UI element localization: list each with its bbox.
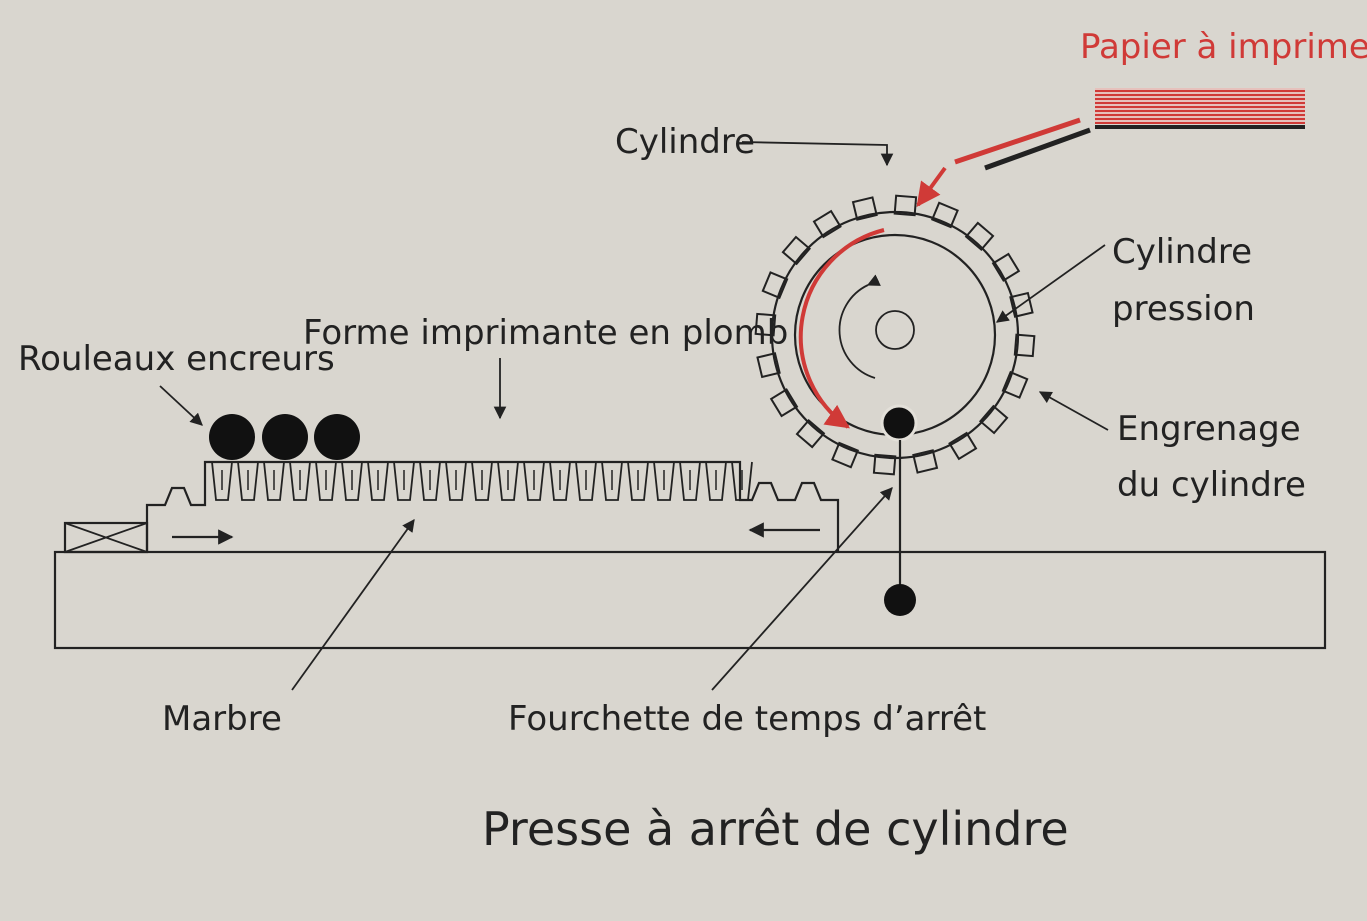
- type-tooth: [601, 461, 623, 501]
- paper-feed-arrow: [916, 166, 947, 207]
- type-tooth: [653, 461, 675, 501]
- type-tooth: [419, 461, 441, 501]
- type-tooth: [705, 461, 727, 501]
- gear-tooth: [795, 418, 826, 449]
- pressure-cylinder-label-2: pression: [1112, 289, 1255, 329]
- stop-fork-weight: [884, 584, 916, 616]
- gear-tooth: [812, 209, 842, 239]
- gear-tooth: [754, 312, 777, 337]
- gear-label-2: du cylindre: [1117, 465, 1306, 505]
- ink-rollers-pointer: [159, 385, 203, 426]
- type-tooth: [549, 461, 571, 501]
- type-tooth: [341, 461, 363, 501]
- cylinder-pointer: [741, 141, 894, 167]
- gear-tooth: [978, 404, 1009, 435]
- fork-pivot: [880, 404, 918, 442]
- gear-tooth: [872, 453, 897, 476]
- lead-form-label: Forme imprimante en plomb: [303, 313, 788, 353]
- gear-tooth: [1013, 333, 1036, 358]
- type-tooth: [445, 461, 467, 501]
- ink-roller: [262, 414, 308, 460]
- bed-label: Marbre: [162, 699, 282, 739]
- gear-tooth: [948, 431, 978, 461]
- stop-fork-label: Fourchette de temps d’arrêt: [508, 699, 986, 739]
- type-tooth: [289, 461, 311, 501]
- paper-path-around-cylinder: [798, 228, 885, 429]
- stop-fork-pointer: [711, 487, 893, 691]
- type-tooth: [523, 461, 545, 501]
- gear-tooth: [893, 194, 918, 217]
- bed-pointer: [291, 518, 415, 691]
- ink-rollers-label: Rouleaux encreurs: [18, 339, 335, 379]
- diagram-caption: Presse à arrêt de cylindre: [482, 802, 1069, 856]
- gear-tooth: [991, 252, 1021, 282]
- crossed-box: [63, 521, 149, 554]
- gear-tooth: [769, 388, 799, 418]
- bed-base: [53, 550, 1327, 650]
- type-tooth: [497, 461, 519, 501]
- paper-label: Papier à imprimer: [1080, 27, 1367, 67]
- gear-tooth: [964, 221, 995, 252]
- type-tooth: [679, 461, 701, 501]
- type-tooth: [315, 461, 337, 501]
- gear-tooth: [781, 235, 812, 266]
- type-tooth: [263, 461, 285, 501]
- type-tooth: [367, 461, 389, 501]
- pressure-cylinder-pointer: [995, 244, 1106, 323]
- paper-feed-black: [984, 127, 1091, 171]
- pressure-cylinder-label-1: Cylindre: [1112, 232, 1252, 272]
- type-tooth: [575, 461, 597, 501]
- type-tooth: [211, 461, 233, 501]
- type-tooth: [471, 461, 493, 501]
- type-tooth: [627, 461, 649, 501]
- gear-pointer: [1038, 391, 1109, 431]
- rack-outline: [145, 460, 840, 552]
- type-tooth: [393, 461, 415, 501]
- type-tooth: [237, 461, 259, 501]
- cylinder-hub: [875, 310, 915, 350]
- type-form-teeth: [211, 461, 753, 501]
- ink-roller: [314, 414, 360, 460]
- cylinder-gear-rim: [770, 210, 1020, 460]
- type-tooth: [731, 461, 753, 501]
- ink-roller: [209, 414, 255, 460]
- ink-rollers: [209, 414, 360, 460]
- paper-feed-red: [954, 117, 1081, 165]
- rotation-arrow-icon: [838, 274, 881, 379]
- paper-stack: [1095, 88, 1305, 129]
- gear-label-1: Engrenage: [1117, 409, 1301, 449]
- cylinder-label: Cylindre: [615, 122, 755, 162]
